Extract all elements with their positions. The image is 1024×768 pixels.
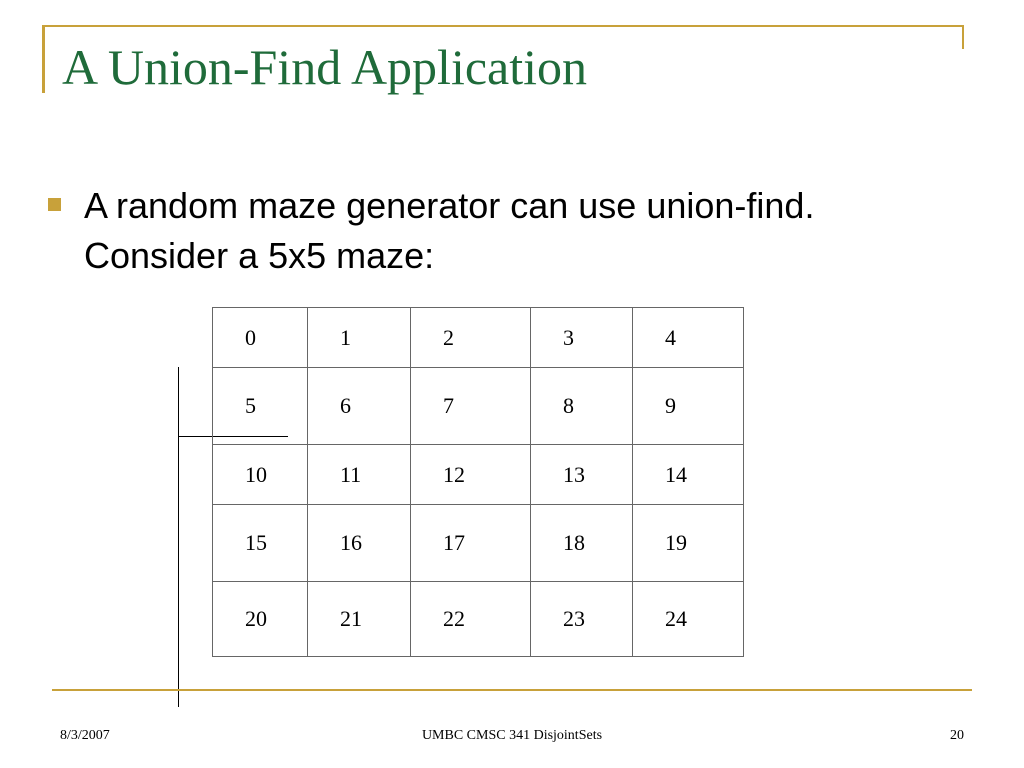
footer-page-number: 20: [950, 728, 964, 743]
frame-left-accent: [42, 25, 45, 93]
maze-cell: 12: [410, 444, 531, 505]
maze-cell: 0: [212, 307, 308, 368]
maze-cell: 11: [307, 444, 411, 505]
maze-cell: 13: [530, 444, 633, 505]
maze-cell: 6: [307, 367, 411, 445]
footer-divider: [52, 689, 972, 691]
maze-cell: 16: [307, 504, 411, 582]
maze-cell: 2: [410, 307, 531, 368]
maze-cell: 1: [307, 307, 411, 368]
maze-guide-vertical: [178, 367, 179, 707]
maze-grid: 0 1 2 3 4 5 6 7 8 9 10 11 12 13 14 15 16…: [212, 307, 744, 657]
bullet-text: A random maze generator can use union-fi…: [84, 185, 815, 276]
maze-cell: 8: [530, 367, 633, 445]
frame-top-end-accent: [962, 25, 964, 49]
bullet-square-icon: [48, 198, 61, 211]
maze-cell: 23: [530, 581, 633, 657]
maze-cell: 19: [632, 504, 744, 582]
maze-cell: 18: [530, 504, 633, 582]
maze-row: 10 11 12 13 14: [212, 444, 744, 505]
maze-cell: 3: [530, 307, 633, 368]
footer-course: UMBC CMSC 341 DisjointSets: [421, 728, 603, 743]
maze-cell: 17: [410, 504, 531, 582]
slide-title: A Union-Find Application: [62, 39, 587, 95]
maze-cell: 10: [212, 444, 308, 505]
maze-cell: 15: [212, 504, 308, 582]
maze-cell: 21: [307, 581, 411, 657]
maze-cell: 4: [632, 307, 744, 368]
maze-cell: 24: [632, 581, 744, 657]
maze-cell: 22: [410, 581, 531, 657]
maze-cell: 7: [410, 367, 531, 445]
maze-row: 0 1 2 3 4: [212, 307, 744, 368]
maze-cell: 14: [632, 444, 744, 505]
maze-row: 5 6 7 8 9: [212, 367, 744, 445]
maze-row: 20 21 22 23 24: [212, 581, 744, 657]
footer-date: 8/3/2007: [60, 728, 110, 743]
maze-cell: 5: [212, 367, 308, 445]
frame-top-accent: [42, 25, 964, 27]
maze-cell: 9: [632, 367, 744, 445]
maze-cell: 20: [212, 581, 308, 657]
maze-row: 15 16 17 18 19: [212, 504, 744, 582]
